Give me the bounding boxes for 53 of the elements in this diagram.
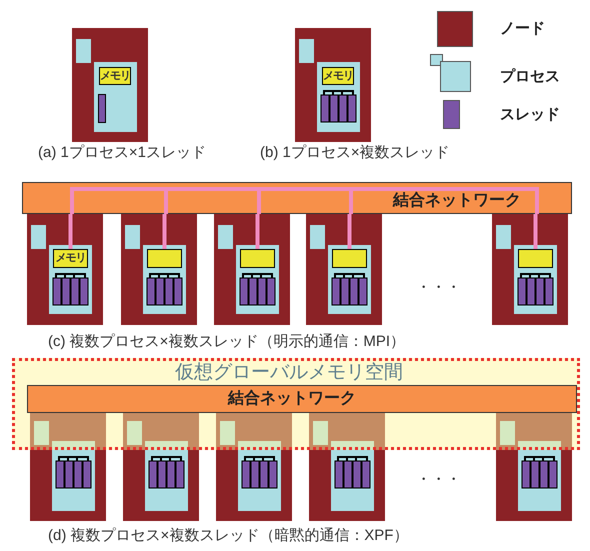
- caption: (c) 複数プロセス×複数スレッド（明示的通信：MPI）: [48, 334, 406, 349]
- caption: (b) 1プロセス×複数スレッド: [260, 145, 450, 160]
- process-box: [238, 441, 281, 511]
- memory-label: メモリ: [323, 70, 353, 82]
- node-box: [121, 214, 197, 325]
- memory-label: メモリ: [56, 253, 86, 264]
- legend-label: スレッド: [500, 106, 560, 122]
- network-label: 結合ネットワーク: [228, 391, 356, 407]
- process-box: [331, 441, 374, 511]
- memory-box: [332, 249, 367, 268]
- process-box: [143, 245, 186, 314]
- region-label: 仮想グローバルメモリ空間: [175, 363, 403, 382]
- bus-line: [162, 214, 166, 249]
- process-box: [236, 245, 279, 314]
- node-box: [214, 214, 290, 325]
- process-box: [514, 245, 557, 314]
- memory-box: [53, 249, 88, 268]
- process-box: [94, 62, 137, 132]
- process-box: [328, 245, 371, 314]
- network-bar: [27, 385, 577, 413]
- bus-line: [256, 214, 260, 249]
- node-box: [216, 410, 292, 521]
- bus-line: [348, 214, 352, 249]
- process-box: [317, 62, 360, 132]
- legend-label: プロセス: [500, 68, 560, 84]
- memory-box: [322, 67, 354, 85]
- bus-line: [68, 214, 72, 249]
- memory-box: [518, 249, 553, 268]
- memory-label: メモリ: [100, 70, 130, 82]
- bus-line: [534, 214, 538, 249]
- node-box: [496, 410, 572, 521]
- legend-label: ノード: [500, 21, 545, 36]
- node-box: [27, 214, 103, 325]
- node-box: [492, 214, 568, 325]
- caption: ・・・: [416, 280, 461, 295]
- memory-box: [99, 67, 131, 85]
- process-box: [145, 441, 188, 511]
- network-label: 結合ネットワーク: [393, 193, 521, 209]
- memory-box: [147, 249, 182, 268]
- node-box: [30, 410, 106, 521]
- caption: (d) 複数プロセス×複数スレッド（暗黙的通信：XPF）: [48, 528, 408, 543]
- process-box: [52, 441, 95, 511]
- process-box: [49, 245, 92, 314]
- caption: ・・・: [416, 472, 461, 487]
- network-bar: [22, 182, 572, 214]
- caption: (a) 1プロセス×1スレッド: [38, 145, 206, 160]
- node-box: [309, 410, 385, 521]
- node-box: [295, 28, 371, 142]
- memory-box: [240, 249, 275, 268]
- process-box: [518, 441, 561, 511]
- node-box: [72, 28, 148, 142]
- node-box: [306, 214, 382, 325]
- node-box: [123, 410, 199, 521]
